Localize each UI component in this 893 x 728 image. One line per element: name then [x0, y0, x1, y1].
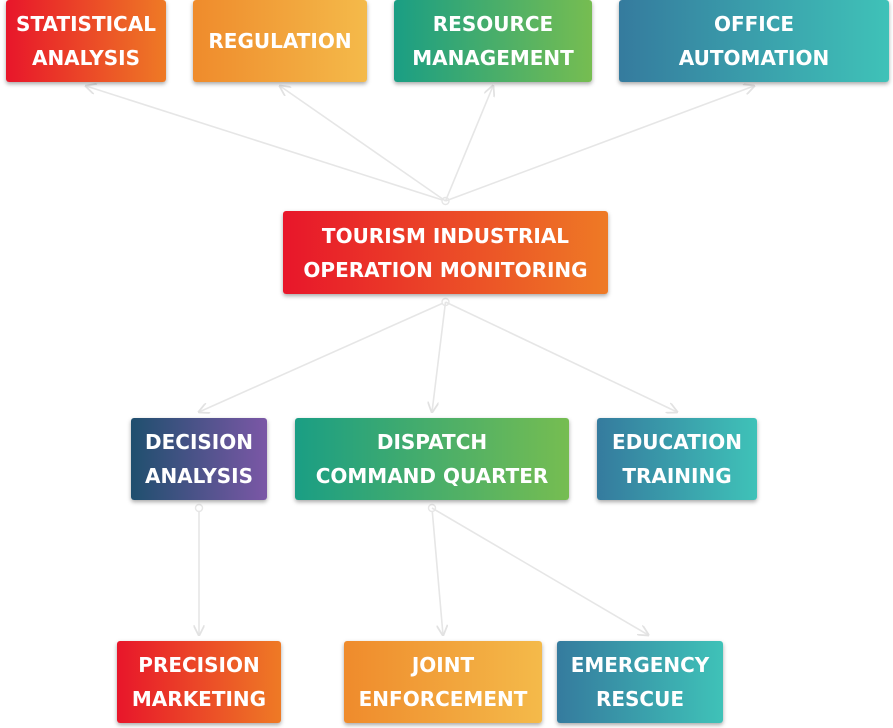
decision-analysis-node: DECISION ANALYSIS [131, 418, 267, 500]
connector-tourism_monitoring-to-regulation [280, 86, 446, 202]
connector-tourism_monitoring-to-office_automation [445, 86, 755, 202]
connector-tourism_monitoring-to-decision_analysis [199, 301, 446, 412]
connector-dispatch_command-to-joint_enforcement [431, 507, 443, 635]
connector-dispatch_command-to-emergency_rescue [431, 507, 648, 635]
connector-tourism_monitoring-to-resource_management [444, 86, 494, 202]
tourism-operation-monitoring-node: TOURISM INDUSTRIAL OPERATION MONITORING [283, 211, 608, 294]
statistical-analysis-node: STATISTICAL ANALYSIS [6, 0, 166, 82]
education-training-node: EDUCATION TRAINING [597, 418, 757, 500]
connector-tourism_monitoring-to-education_training [445, 301, 678, 412]
resource-management-node: RESOURCE MANAGEMENT [394, 0, 592, 82]
office-automation-node: OFFICE AUTOMATION [619, 0, 889, 82]
regulation-node: REGULATION [193, 0, 367, 82]
precision-marketing-node: PRECISION MARKETING [117, 641, 281, 723]
joint-enforcement-node: JOINT ENFORCEMENT [344, 641, 542, 723]
connector-tourism_monitoring-to-dispatch_command [432, 301, 447, 412]
connector-origin-dot [194, 503, 204, 513]
emergency-rescue-node: EMERGENCY RESCUE [557, 641, 723, 723]
dispatch-command-quarter-node: DISPATCH COMMAND QUARTER [295, 418, 569, 500]
connector-tourism_monitoring-to-statistical_analysis [86, 86, 446, 202]
